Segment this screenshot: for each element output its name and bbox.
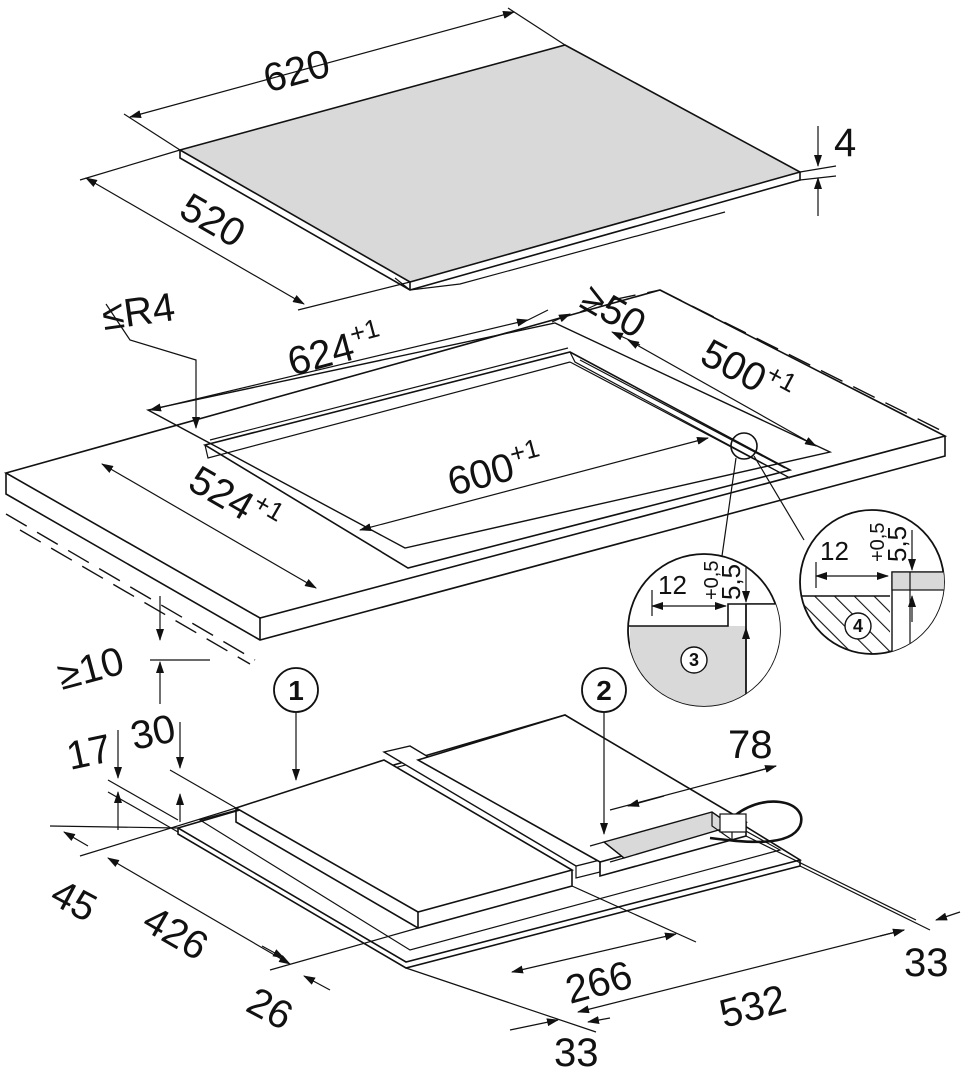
detail-3-depth: 5,5 (716, 564, 746, 600)
offset-33-left-label: 33 (554, 1031, 599, 1075)
hob-width-label: 620 (259, 42, 335, 102)
detail-4: 12 +0,5 5,5 4 (799, 509, 945, 655)
callout-1-label: 1 (288, 675, 304, 706)
callout-1: 1 (273, 667, 319, 781)
cutout-depth-label: 500+1 (694, 327, 802, 416)
offset-33-right-label: 33 (904, 941, 949, 985)
width-532-label: 532 (715, 977, 791, 1037)
hob-thickness-label: 4 (834, 121, 856, 165)
dim-offset-33-left: 33 (405, 967, 611, 1075)
dim-offset-26: 26 (240, 927, 419, 1039)
hob-underside (175, 714, 803, 969)
dim-below-clearance: ≥10 (53, 596, 210, 704)
detail-3-label: 3 (689, 650, 699, 670)
below-clearance-label: ≥10 (53, 639, 129, 699)
dim-cutout-width: 600+1 (359, 432, 709, 532)
dim-corner-radius: ≤R4 (99, 285, 200, 429)
dim-width-266: 266 (511, 885, 697, 1013)
height-30-label: 30 (127, 707, 180, 759)
dim-hob-thickness: 4 (799, 121, 856, 216)
rebate-depth-label: 524+1 (182, 453, 290, 544)
height-17-label: 17 (63, 727, 116, 779)
edge-45-label: 45 (44, 871, 104, 931)
dim-offset-33-right: 33 (745, 835, 961, 985)
callout-2: 2 (581, 667, 627, 835)
callout-2-label: 2 (596, 675, 612, 706)
dim-depth-426: 426 (107, 857, 291, 969)
rebate-width-label: 624+1 (282, 312, 388, 384)
detail-marker (721, 432, 805, 557)
detail-3: 12 +0,5 5,5 3 (627, 553, 781, 707)
dim-rear-clearance: ≥50 (551, 276, 654, 347)
dim-height-17: 17 (63, 727, 179, 833)
dim-rebate-width: 624+1 (149, 309, 549, 412)
detail-4-width: 12 (820, 536, 849, 566)
dim-height-30: 30 (127, 707, 237, 822)
detail-4-label: 4 (853, 616, 863, 636)
cutout-width-label: 600+1 (442, 432, 548, 504)
detail-4-depth: 5,5 (882, 526, 912, 562)
detail-3-width: 12 (658, 570, 687, 600)
width-266-label: 266 (561, 953, 637, 1013)
cable-78-label: 78 (728, 723, 773, 767)
hob-depth-label: 520 (173, 185, 253, 256)
rear-clearance-label: ≥50 (574, 276, 654, 347)
offset-26-label: 26 (240, 979, 300, 1039)
dim-edge-45: 45 (44, 807, 237, 931)
depth-426-label: 426 (136, 898, 216, 969)
dim-cable-78: 78 (609, 723, 777, 811)
dim-cutout-depth: 500+1 (627, 327, 817, 447)
detail-3-depth-tol: +0,5 (701, 561, 723, 600)
detail-4-depth-tol: +0,5 (867, 523, 889, 562)
